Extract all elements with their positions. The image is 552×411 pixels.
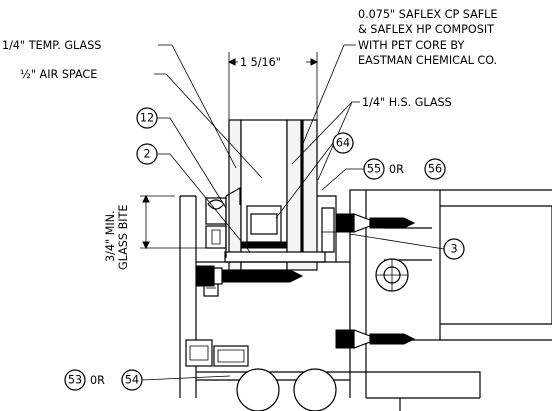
saflex-label-line3: WITH PET CORE BY (358, 39, 464, 52)
or-label-2: 0R (90, 374, 105, 387)
dimension-1-5-16: 1 5/16" (227, 52, 319, 120)
callout-53-or-54: 53 0R 54 (64, 369, 231, 391)
glass-bite-dimension: 3/4" MIN. GLASS BITE (104, 194, 222, 270)
backer-rod-right (293, 368, 337, 411)
or-label-1: 0R (389, 163, 404, 176)
air-space-label: ½" AIR SPACE (20, 68, 97, 81)
temp-glass-label: 1/4" TEMP. GLASS (2, 39, 101, 52)
saflex-label-line2: & SAFLEX HP COMPOSIT (358, 23, 494, 36)
frame-screw (195, 265, 304, 287)
setting-block (224, 251, 326, 263)
fasteners (195, 213, 416, 349)
callout-64: 64 (275, 132, 354, 219)
saflex-label-line1: 0.075" SAFLEX CP SAFLE (358, 8, 497, 21)
glass-bite-label-line1: 3/4" MIN. (104, 210, 117, 262)
svg-text:53: 53 (68, 374, 82, 387)
callout-55-or-56: 55 0R 56 (321, 158, 446, 191)
temp-glass-pane (228, 119, 242, 271)
secondary-seal (240, 241, 288, 249)
svg-text:54: 54 (125, 374, 139, 387)
backer-rod-left (236, 368, 280, 411)
glass-bite-label-line2: GLASS BITE (117, 205, 130, 270)
anchor-plate-assembly (349, 189, 552, 411)
hs-glass-label: 1/4" H.S. GLASS (362, 96, 452, 109)
insulated-glass-unit (224, 119, 326, 271)
svg-text:12: 12 (140, 112, 154, 125)
lower-self-drilling-screw (335, 329, 416, 349)
svg-text:55: 55 (367, 163, 381, 176)
svg-text:56: 56 (428, 163, 442, 176)
callout-2: 2 (136, 143, 251, 253)
svg-text:3: 3 (450, 243, 457, 256)
svg-text:2: 2 (143, 148, 150, 161)
upper-self-drilling-screw (335, 213, 416, 233)
dimension-label: 1 5/16" (240, 56, 281, 69)
callout-3: 3 (349, 233, 465, 260)
callout-12: 12 (136, 107, 227, 209)
saflex-label-line4: EASTMAN CHEMICAL CO. (358, 54, 497, 67)
svg-text:64: 64 (336, 137, 350, 150)
